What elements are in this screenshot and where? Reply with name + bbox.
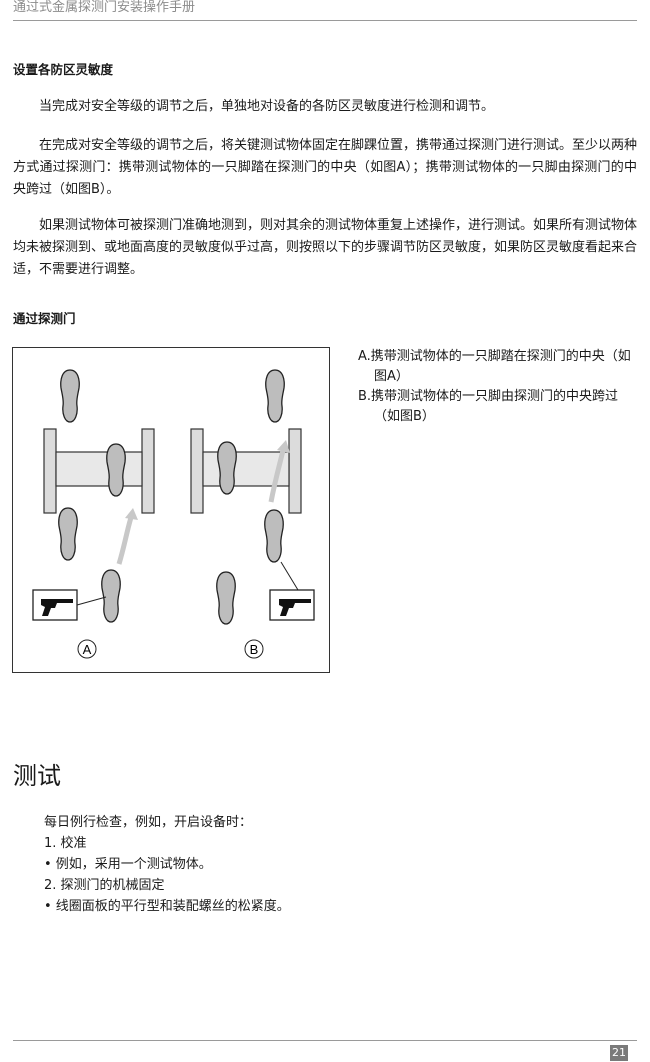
- page-number: 21: [610, 1045, 628, 1061]
- caption-item-b: B.携带测试物体的一只脚由探测门的中央跨过（如图B）: [358, 389, 619, 424]
- test-intro: 每日例行检查，例如，开启设备时：: [44, 815, 253, 830]
- section-heading-sensitivity: 设置各防区灵敏度: [13, 62, 114, 77]
- walkthrough-figure: A B: [12, 347, 330, 673]
- section-heading-passing: 通过探测门: [13, 311, 76, 326]
- figure-label-a: A: [83, 642, 92, 657]
- figure-caption: A.携带测试物体的一只脚踏在探测门的中央（如图A） B.携带测试物体的一只脚由探…: [358, 347, 643, 427]
- section-title-test: 测试: [13, 762, 61, 790]
- paragraph-1: 当完成对安全等级的调节之后，单独地对设备的各防区灵敏度进行检测和调节。: [39, 99, 495, 114]
- diagram-a: [32, 369, 155, 659]
- walkthrough-illustration: A B: [32, 369, 315, 659]
- list-item: • 例如，采用一个测试物体。: [44, 857, 212, 872]
- diagram-b: [190, 369, 315, 659]
- list-item: • 线圈面板的平行型和装配螺丝的松紧度。: [44, 899, 290, 914]
- paragraph-2: 在完成对安全等级的调节之后，将关键测试物体固定在脚踝位置，携带通过探测门进行测试…: [13, 138, 638, 197]
- header-title: 通过式金属探测门安装操作手册: [13, 0, 196, 15]
- test-list: 每日例行检查，例如，开启设备时： 1. 校准 • 例如，采用一个测试物体。 2.…: [44, 812, 624, 917]
- caption-item-a: A.携带测试物体的一只脚踏在探测门的中央（如图A）: [358, 349, 631, 384]
- footer-rule: [13, 1040, 637, 1041]
- figure-label-b: B: [250, 642, 259, 657]
- paragraph-3: 如果测试物体可被探测门准确地测到，则对其余的测试物体重复上述操作，进行测试。如果…: [13, 218, 638, 277]
- list-item: 1. 校准: [44, 836, 87, 851]
- header-rule: [13, 20, 637, 21]
- list-item: 2. 探测门的机械固定: [44, 878, 165, 893]
